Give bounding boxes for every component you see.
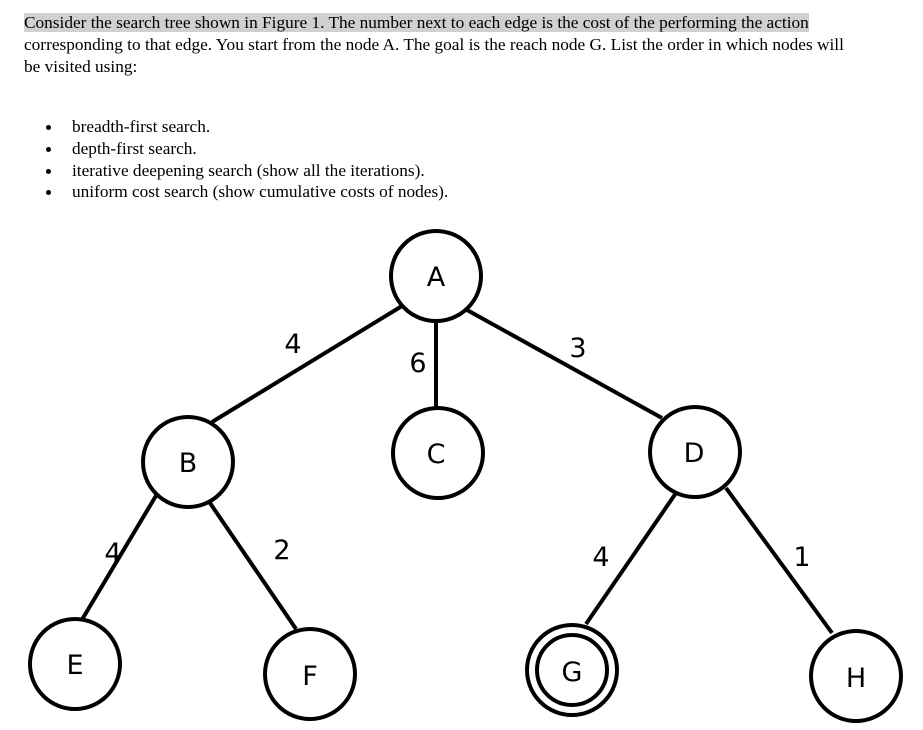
node-e bbox=[28, 617, 122, 711]
node-label-f: F bbox=[302, 661, 318, 692]
bullet-text: uniform cost search (show cumulative cos… bbox=[72, 182, 449, 202]
list-item: breadth-first search. bbox=[46, 116, 448, 138]
node-c bbox=[391, 406, 485, 500]
edge-b-e bbox=[78, 492, 159, 625]
list-item: depth-first search. bbox=[46, 138, 448, 160]
bullet-text: breadth-first search. bbox=[72, 117, 211, 136]
node-label-h: H bbox=[846, 663, 866, 694]
bullet-icon bbox=[46, 125, 51, 130]
edge-cost-b-e: 4 bbox=[104, 538, 121, 569]
node-b bbox=[141, 415, 235, 509]
node-f bbox=[263, 627, 357, 721]
node-g bbox=[535, 633, 609, 707]
list-item: uniform cost search (show cumulative cos… bbox=[46, 181, 448, 203]
node-label-a: A bbox=[427, 262, 446, 293]
node-label-g: G bbox=[562, 657, 583, 688]
edge-cost-a-c: 6 bbox=[409, 348, 426, 379]
node-d bbox=[648, 405, 742, 499]
bullet-text: iterative deepening search (show all the… bbox=[72, 160, 425, 180]
search-methods-list: breadth-first search. depth-first search… bbox=[46, 116, 448, 203]
edge-b-f bbox=[208, 501, 298, 631]
edge-a-d bbox=[466, 308, 663, 420]
bullet-icon bbox=[46, 168, 51, 174]
edge-cost-d-h: 1 bbox=[793, 542, 810, 573]
question-line-1: Consider the search tree shown in Figure… bbox=[24, 13, 809, 32]
node-label-c: C bbox=[427, 439, 446, 470]
edge-cost-a-b: 4 bbox=[284, 329, 301, 360]
node-label-d: D bbox=[684, 438, 705, 469]
edge-a-b bbox=[210, 304, 404, 424]
edge-cost-a-d: 3 bbox=[569, 333, 586, 364]
bullet-icon bbox=[46, 190, 51, 196]
node-label-e: E bbox=[66, 650, 83, 681]
question-line-2: corresponding to that edge. You start fr… bbox=[24, 35, 844, 54]
question-line-3: be visited using: bbox=[24, 57, 138, 76]
edge-d-g bbox=[584, 491, 678, 626]
edge-cost-b-f: 2 bbox=[273, 535, 290, 566]
node-h bbox=[809, 629, 903, 723]
edge-d-h bbox=[724, 486, 834, 635]
node-label-b: B bbox=[179, 448, 198, 479]
node-a bbox=[389, 229, 483, 323]
edge-cost-d-g: 4 bbox=[592, 542, 609, 573]
bullet-icon bbox=[46, 146, 51, 152]
bullet-text: depth-first search. bbox=[72, 138, 197, 158]
question-text: Consider the search tree shown in Figure… bbox=[24, 12, 904, 78]
list-item: iterative deepening search (show all the… bbox=[46, 160, 448, 182]
